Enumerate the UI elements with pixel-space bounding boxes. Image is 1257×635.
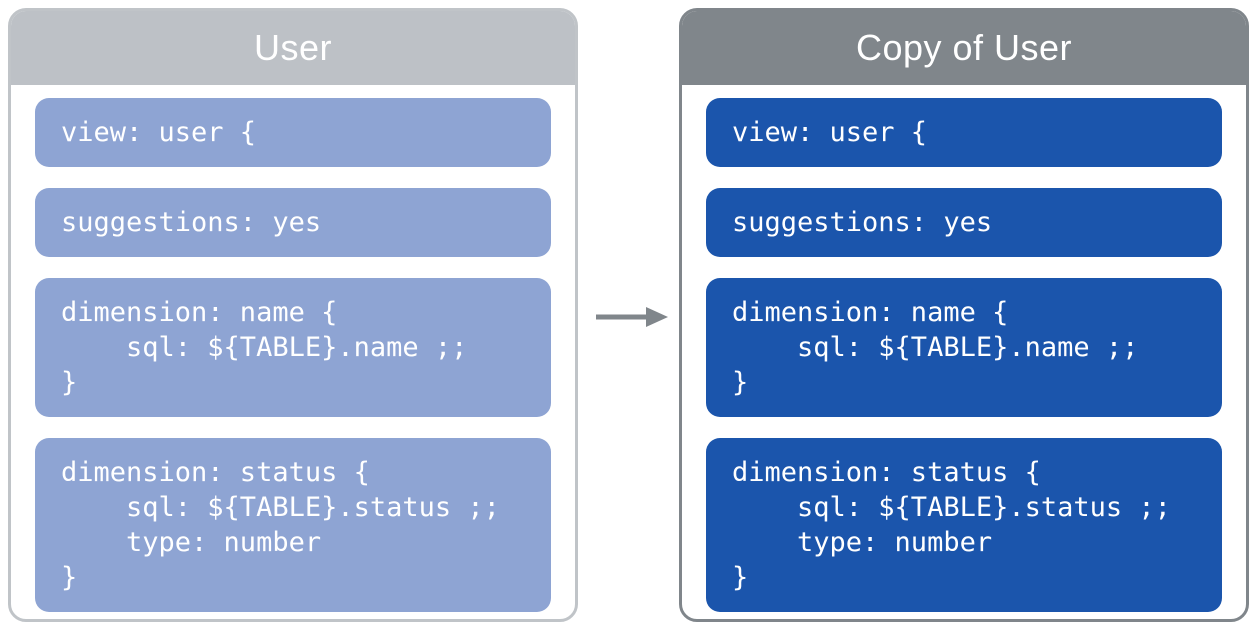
panel-user: User view: user { suggestions: yes dimen… bbox=[8, 8, 578, 622]
panel-copy-of-user-body: view: user { suggestions: yes dimension:… bbox=[682, 85, 1246, 612]
code-block-suggestions: suggestions: yes bbox=[35, 188, 551, 257]
panel-user-title: User bbox=[253, 27, 332, 68]
panel-user-header: User bbox=[11, 11, 575, 85]
panel-copy-of-user: Copy of User view: user { suggestions: y… bbox=[679, 8, 1249, 622]
panel-copy-of-user-title: Copy of User bbox=[855, 27, 1073, 68]
code-block-dimension-name: dimension: name { sql: ${TABLE}.name ;; … bbox=[35, 278, 551, 417]
code-block-dimension-status-copy: dimension: status { sql: ${TABLE}.status… bbox=[706, 438, 1222, 612]
panel-user-body: view: user { suggestions: yes dimension:… bbox=[11, 85, 575, 612]
code-block-dimension-name-copy: dimension: name { sql: ${TABLE}.name ;; … bbox=[706, 278, 1222, 417]
code-block-dimension-status: dimension: status { sql: ${TABLE}.status… bbox=[35, 438, 551, 612]
panel-copy-of-user-header: Copy of User bbox=[682, 11, 1246, 85]
code-block-view-user: view: user { bbox=[35, 98, 551, 167]
arrow-right-icon bbox=[596, 307, 668, 327]
code-block-view-user-copy: view: user { bbox=[706, 98, 1222, 167]
code-block-suggestions-copy: suggestions: yes bbox=[706, 188, 1222, 257]
